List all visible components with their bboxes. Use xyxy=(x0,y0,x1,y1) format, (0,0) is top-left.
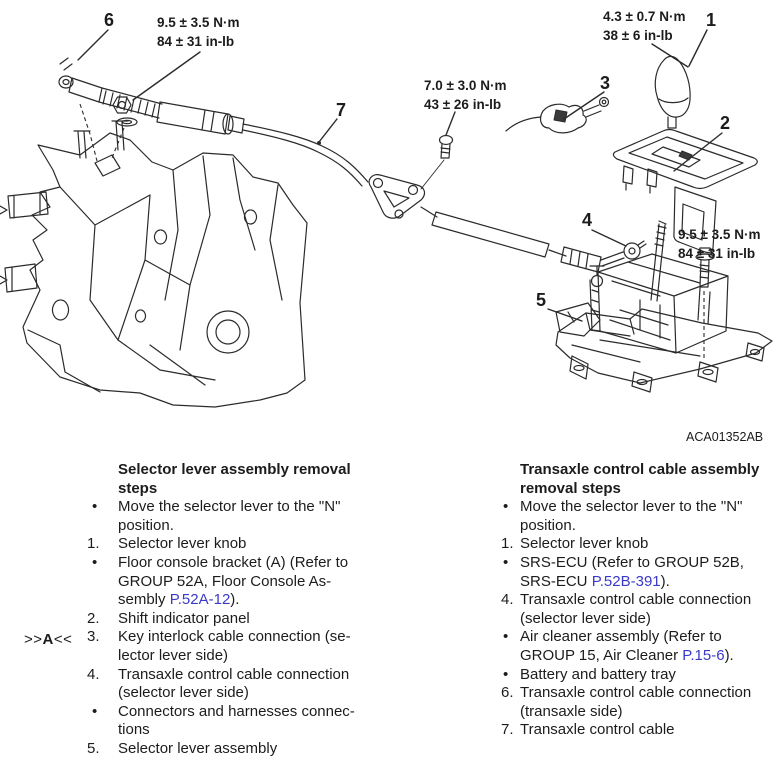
svg-text:43 ± 26 in-lb: 43 ± 26 in-lb xyxy=(424,97,501,112)
step-marker: 3. xyxy=(87,628,100,646)
step-marker: 5. xyxy=(87,739,100,757)
step-text: Connectors and harnesses connec-tions xyxy=(118,702,355,739)
svg-text:38 ± 6 in-lb: 38 ± 6 in-lb xyxy=(603,28,673,43)
svg-text:4.3 ± 0.7 N·m: 4.3 ± 0.7 N·m xyxy=(603,9,685,24)
callout-2: 2 xyxy=(720,113,730,133)
cable-nut xyxy=(112,96,132,114)
step-item: 1. Selector lever knob xyxy=(87,535,393,554)
transaxle-drawing xyxy=(0,120,308,408)
step-item: 3. Key interlock cable connection (se-lec… xyxy=(87,628,393,665)
step-text: Transaxle control cable xyxy=(520,721,675,739)
figure-code: ACA01352AB xyxy=(686,430,763,444)
step-item: 4. Transaxle control cable connection(sel… xyxy=(87,666,393,703)
step-text: SRS-ECU (Refer to GROUP 52B,SRS-ECU P.52… xyxy=(520,553,744,590)
step-marker: • xyxy=(92,702,98,720)
step-text: Selector lever knob xyxy=(118,535,247,553)
step-item: 5. Selector lever assembly xyxy=(87,740,393,759)
shift-panel-drawing xyxy=(612,128,758,254)
marker-pre: >> xyxy=(24,631,43,648)
step-marker: 4. xyxy=(501,591,514,609)
selector-knob-drawing xyxy=(654,55,691,129)
step-marker: • xyxy=(503,498,509,516)
page-reference-link[interactable]: P.52A-12 xyxy=(169,591,231,609)
mount-bolt-drawing xyxy=(695,247,715,288)
page-reference-link[interactable]: P.52B-391 xyxy=(591,572,661,590)
exploded-diagram: 6 1 3 2 7 4 5 9.5 ± 3.5 N·m 84 ± 31 in-l… xyxy=(0,9,773,444)
step-text: Move the selector lever to the "N"positi… xyxy=(520,498,743,534)
svg-text:9.5 ± 3.5 N·m: 9.5 ± 3.5 N·m xyxy=(157,15,239,30)
step-marker: • xyxy=(503,665,509,683)
step-text: Battery and battery tray xyxy=(520,665,676,683)
interlock-cable-drawing xyxy=(505,96,610,134)
step-text: Key interlock cable connection (se-lecto… xyxy=(118,628,351,664)
svg-text:9.5 ± 3.5 N·m: 9.5 ± 3.5 N·m xyxy=(678,227,760,242)
step-text: Selector lever knob xyxy=(520,535,649,553)
step-marker: 1. xyxy=(87,535,100,553)
callout-leaders xyxy=(77,29,723,322)
callout-3: 3 xyxy=(600,73,610,93)
step-text: Move the selector lever to the "N"positi… xyxy=(118,498,341,534)
step-marker: 6. xyxy=(501,684,514,702)
svg-text:84 ± 31 in-lb: 84 ± 31 in-lb xyxy=(678,246,755,261)
leader-dot xyxy=(317,141,321,145)
step-item: 1. Selector lever knob xyxy=(501,535,776,554)
step-item: • Connectors and harnesses connec-tions xyxy=(87,703,393,740)
step-text: Transaxle control cable connection(trans… xyxy=(520,684,752,720)
step-item: • SRS-ECU (Refer to GROUP 52B,SRS-ECU P.5… xyxy=(501,554,776,591)
svg-text:84 ± 31 in-lb: 84 ± 31 in-lb xyxy=(157,34,234,49)
callout-1: 1 xyxy=(706,10,716,30)
cable-eyelet xyxy=(623,242,641,260)
marker-letter: A xyxy=(42,631,54,648)
torque-label-knob: 4.3 ± 0.7 N·m 38 ± 6 in-lb xyxy=(603,9,685,43)
alignment-dashes xyxy=(79,103,125,162)
step-marker: • xyxy=(503,628,509,646)
step-marker: 1. xyxy=(501,535,514,553)
revision-marker: >>A<< xyxy=(24,631,72,648)
svg-text:7.0 ± 3.0 N·m: 7.0 ± 3.0 N·m xyxy=(424,78,506,93)
cable-washer xyxy=(116,117,138,127)
callout-5: 5 xyxy=(536,290,546,310)
torque-label-assembly: 9.5 ± 3.5 N·m 84 ± 31 in-lb xyxy=(678,227,760,261)
step-text: Transaxle control cable connection(selec… xyxy=(520,591,752,627)
step-marker: • xyxy=(92,498,98,516)
step-item: 6. Transaxle control cable connection(tra… xyxy=(501,684,776,721)
cable-bracket-drawing xyxy=(368,134,454,219)
step-item: 7. Transaxle control cable xyxy=(501,721,776,740)
step-item: • Battery and battery tray xyxy=(501,666,776,685)
step-marker: 4. xyxy=(87,665,100,683)
torque-label-bracket: 7.0 ± 3.0 N·m 43 ± 26 in-lb xyxy=(424,78,506,112)
step-marker: • xyxy=(92,553,98,571)
step-item: • Move the selector lever to the "N"posit… xyxy=(87,498,393,535)
step-marker: • xyxy=(503,553,509,571)
step-text: Shift indicator panel xyxy=(118,609,250,627)
callout-4: 4 xyxy=(582,210,592,230)
step-marker: 7. xyxy=(501,721,514,739)
marker-post: << xyxy=(53,631,73,648)
step-item: 2. Shift indicator panel xyxy=(87,610,393,629)
torque-label-front-nut: 9.5 ± 3.5 N·m 84 ± 31 in-lb xyxy=(157,15,239,49)
callout-7: 7 xyxy=(336,100,346,120)
bracket-bolt xyxy=(438,134,454,146)
step-item: 4. Transaxle control cable connection(sel… xyxy=(501,591,776,628)
step-text: Transaxle control cable connection(selec… xyxy=(118,665,350,702)
step-item: • Move the selector lever to the "N"posit… xyxy=(501,498,776,535)
step-text: Selector lever assembly xyxy=(118,739,278,757)
page-reference-link[interactable]: P.15-6 xyxy=(682,646,725,664)
control-cable-drawing xyxy=(58,57,369,187)
step-marker: 2. xyxy=(87,609,100,627)
callout-6: 6 xyxy=(104,10,114,30)
